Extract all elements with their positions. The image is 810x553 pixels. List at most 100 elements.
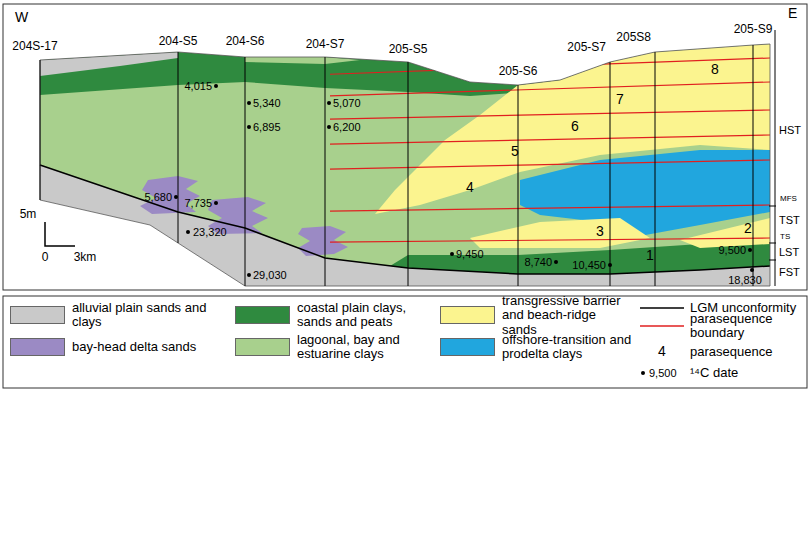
legend-date-sample: 9,500 [649,367,677,379]
date-label: 9,500 [718,244,746,256]
parasequence-number: 5 [511,144,519,159]
borehole-label: 204S-17 [12,40,57,53]
date-label: 29,030 [253,269,287,281]
parasequence-boundary [330,238,770,242]
legend-swatch [10,338,65,356]
legend-swatch [10,306,65,324]
coastal-plain-top [40,52,560,96]
parasequence-number: 8 [711,62,719,77]
date-dot [214,201,218,205]
parasequence-boundary [330,82,770,96]
legend-text: coastal plain clays, sands and peats [297,301,432,330]
date-dot [327,101,331,105]
borehole-label: 205-S9 [734,23,773,36]
legend-frame [3,296,807,388]
date-label: 6,895 [253,121,281,133]
date-label: 18,830 [728,274,762,286]
barrier-unit-2 [680,218,770,248]
date-dot [214,84,218,88]
borehole-label: 204-S7 [306,38,345,51]
date-label: 23,320 [193,226,227,238]
scale-label: 3km [74,251,97,264]
borehole-label: 204-S5 [159,35,198,48]
legend-text: bay-head delta sands [72,340,227,354]
lagoonal-unit [40,44,770,274]
date-label: 7,735 [184,197,212,209]
legend-text: parasequence boundary [690,312,780,341]
date-dot [186,230,190,234]
date-dot [174,195,178,199]
borehole-line [178,52,179,243]
borehole-line [655,52,656,286]
parasequence-number: 2 [744,221,752,236]
parasequence-boundary [330,135,770,144]
borehole-line [518,85,519,286]
date-label: 8,740 [524,256,552,268]
legend-date-dot [641,371,645,375]
strata [40,44,770,286]
borehole-line [610,62,611,286]
parasequence-number: 6 [571,119,579,134]
borehole-line [753,45,754,286]
borehole-label: 205-S5 [389,43,428,56]
sequence-tick [769,206,776,207]
borehole-label: 204-S6 [226,35,265,48]
borehole-label: 205S8 [616,31,651,44]
legend-text: parasequence [690,345,800,359]
date-dot [450,252,454,256]
legend-swatch [440,306,495,324]
scale-label: 5m [20,208,37,221]
date-label: 5,070 [333,97,361,109]
date-dot [748,248,752,252]
legend-text: ¹⁴C date [690,366,800,380]
sequence-axis [775,30,776,286]
date-label: 4,015 [184,80,212,92]
date-label: 6,200 [333,121,361,133]
borehole-line [325,57,326,286]
date-label: 10,450 [572,259,606,271]
parasequence-boundary [330,110,770,119]
legend-swatch [235,338,290,356]
date-dot [247,273,251,277]
legend-swatch [235,306,290,324]
date-dot [554,260,558,264]
bay-head-delta [298,226,348,256]
date-dot [327,125,331,129]
borehole-label: 205-S6 [499,65,538,78]
date-label: 9,450 [456,248,484,260]
lgm-unconformity [40,165,770,274]
systems-tract: LST [779,246,799,258]
sequence-tick [769,260,776,261]
systems-tract: HST [779,124,801,136]
alluvial-unit [40,44,770,286]
scale-label: 0 [42,251,49,264]
parasequence-number: 1 [646,248,654,263]
borehole-line [408,62,409,286]
parasequence-number: 4 [466,180,474,195]
borehole-label: 205-S7 [567,41,606,54]
parasequence-number: 3 [596,224,604,239]
date-label: 5,340 [253,97,281,109]
systems-tract: TS [780,233,790,242]
legend-lgm-line [640,307,684,309]
date-dot [750,268,754,272]
systems-tract: MFS [780,195,797,204]
date-dot [247,101,251,105]
barrier-unit-3 [470,218,650,248]
legend-parasequence-sample: 4 [658,344,666,359]
legend-text: offshore-transition and prodelta clays [502,333,632,362]
legend-text: alluvial plain sands and clays [72,301,227,330]
parasequence-boundary [330,160,770,169]
section-frame [3,4,807,290]
scale-bar [45,222,75,246]
borehole-line [245,57,246,286]
date-dot [247,125,251,129]
legend-swatch [440,338,495,356]
parasequence-boundary [330,58,770,74]
parasequence-number: 7 [616,92,624,107]
direction-label: E [788,6,797,21]
systems-tract: TST [779,214,800,226]
legend-boundary-line [640,325,684,327]
